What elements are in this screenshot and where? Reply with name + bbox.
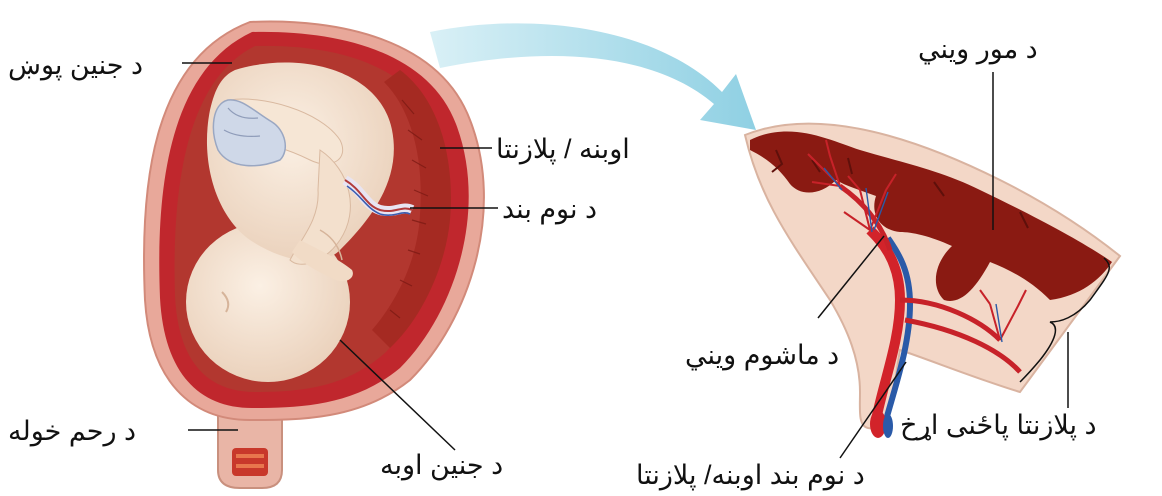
label-amniotic-fluid: د جنين اوبه <box>380 452 503 479</box>
label-mother-veins: د مور ويني <box>918 36 1038 63</box>
label-fetal-membrane: د جنين پوښ <box>8 52 143 79</box>
label-placenta: اوبنه / پلازنتا <box>496 136 630 163</box>
zoom-arrow <box>430 23 756 130</box>
uterus-illustration <box>144 22 484 488</box>
label-umbilical-cord: د نوم بند <box>502 196 597 223</box>
label-placenta-maternal-side: د پلازنتا پاځنی اړخ <box>900 412 1097 439</box>
label-cord-placenta: د نوم بند اوبنه/ پلازنتا <box>636 462 865 489</box>
label-cervix: د رحم خوله <box>8 418 136 445</box>
mucus-plug <box>232 448 268 476</box>
label-baby-veins: د ماشوم ويني <box>685 342 839 369</box>
placenta-section <box>745 124 1120 438</box>
